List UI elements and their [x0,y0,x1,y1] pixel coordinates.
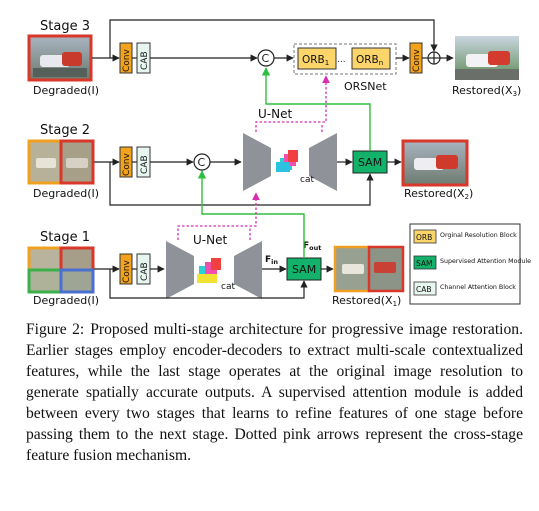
green-path-stage1-to-stage2 [197,170,305,258]
restored-label-stage3: Restored(X3) [452,84,521,98]
unet-encoder-stage1 [166,241,194,299]
conv-label-stage2: Conv [122,153,132,176]
orb-dots: ... [337,55,346,65]
cab-label-stage3: CAB [140,51,150,70]
sam-label-stage1: SAM [292,263,316,276]
green-path-stage2-to-stage3 [261,67,371,151]
unet-label-stage2: U-Net [258,107,292,121]
restored-label-stage1: Restored(X1) [332,294,401,308]
fout-label: Fout [303,241,321,252]
concat-symbol-stage2: C [198,156,206,169]
feature-cubes-stage1 [197,258,221,283]
legend-cab-key: CAB [416,285,432,294]
unet-decoder-stage2 [309,133,337,191]
sam-label-stage2: SAM [358,156,382,169]
stage2-label: Stage 2 [40,123,90,138]
orb1-label: ORB1 [302,54,329,67]
orb1-block [297,47,337,70]
conv-label-stage3: Conv [122,49,132,72]
degraded-label-stage1: Degraded(I) [33,294,99,307]
cab-label-stage1: CAB [140,262,150,281]
pink-fusion-stage1 [177,192,260,240]
orbn-block [351,47,391,70]
orbn-label: ORBn [356,54,383,67]
orsnet-label: ORSNet [344,80,387,93]
cat-label-stage1: cat [221,282,235,292]
unet-decoder-stage1 [234,241,262,299]
feature-cubes-stage2 [276,150,298,172]
orsnet-container [293,43,397,75]
restored-image-stage1 [333,245,405,293]
degraded-label-stage3: Degraded(I) [33,84,99,97]
degraded-image-stage3 [27,34,93,82]
legend-cab-desc: Channel Attention Block [440,284,516,291]
conv-label-stage3-out: Conv [412,49,422,72]
legend-box: ORB Orginal Resolution Block SAM Supervi… [409,223,531,305]
restored-image-stage2 [401,139,469,187]
figure-caption: Figure 2:Proposed multi-stage architectu… [26,319,523,466]
pink-fusion-stage2-enc [255,75,330,132]
caption-label: Figure 2: [26,321,85,338]
cab-label-stage2: CAB [140,155,150,174]
concat-symbol-stage3: C [262,52,270,65]
fin-label: Fin [265,255,278,266]
legend-sam-desc: Supervised Attention Module [440,258,531,265]
architecture-diagram: Stage 3 Degraded(I) Conv CAB C ORB1 ... … [27,19,531,308]
unet-encoder-stage2 [243,133,271,191]
restored-image-stage3 [455,36,519,80]
conv-label-stage1: Conv [122,260,132,283]
restored-label-stage2: Restored(X2) [404,187,473,201]
unet-label-stage1: U-Net [193,233,227,247]
legend-orb-key: ORB [416,233,432,242]
legend-sam-key: SAM [416,259,433,268]
cat-label-stage2: cat [300,175,314,185]
legend-orb-desc: Orginal Resolution Block [440,232,517,239]
degraded-image-stage1 [27,246,95,294]
degraded-image-stage2 [27,139,95,185]
stage1-label: Stage 1 [40,230,90,245]
stage3-label: Stage 3 [40,19,90,34]
degraded-label-stage2: Degraded(I) [33,187,99,200]
caption-text: Proposed multi-stage architecture for pr… [26,321,523,464]
